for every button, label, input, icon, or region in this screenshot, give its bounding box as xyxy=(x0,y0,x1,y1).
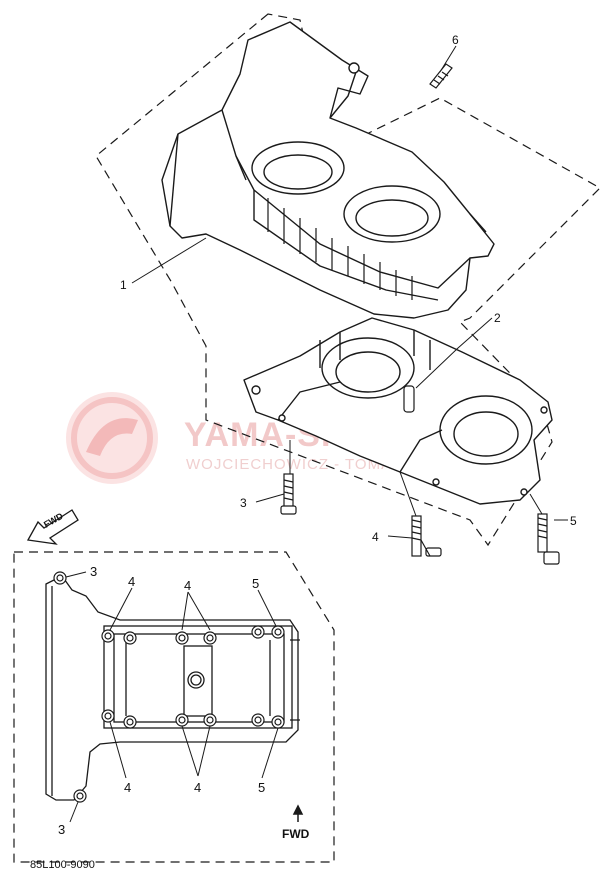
detail-leader-lines xyxy=(65,571,279,823)
detail-callout-left-bottom: 3 xyxy=(58,822,65,837)
callout-3: 3 xyxy=(240,496,247,510)
watermark-subtitle: WOJCIECHOWICZ - TOMAS xyxy=(186,456,403,473)
callout-5: 5 xyxy=(570,514,577,528)
detail-bolt-holes xyxy=(53,571,285,803)
detail-callout-bottom-a: 4 xyxy=(124,780,131,795)
fwd-detail-indicator: FWD xyxy=(282,804,310,841)
fwd-detail-label: FWD xyxy=(282,827,310,841)
callout-6: 6 xyxy=(452,33,459,47)
crankcase-lower xyxy=(243,317,553,505)
bolt-3 xyxy=(280,473,297,515)
stud-bolt xyxy=(429,63,453,89)
upper-case-boundary xyxy=(95,13,601,547)
detail-boundary xyxy=(13,551,335,863)
detail-callout-top-b: 4 xyxy=(184,578,191,593)
fwd-arrow: FWD xyxy=(26,509,79,545)
callout-4: 4 xyxy=(372,530,379,544)
bolt-5 xyxy=(537,513,560,565)
drawing-code: 85L100-9090 xyxy=(30,859,95,871)
detail-callout-left-top: 3 xyxy=(90,564,97,579)
leader-lines xyxy=(131,45,568,539)
watermark-logo xyxy=(66,392,158,484)
callout-2: 2 xyxy=(494,311,501,325)
dowel-pin xyxy=(403,385,415,413)
crankcase-upper xyxy=(161,21,495,319)
crankcase-bottom-view xyxy=(45,575,300,801)
detail-callout-bottom-b: 4 xyxy=(194,780,201,795)
bolt-4 xyxy=(411,515,442,557)
detail-callout-top-a: 4 xyxy=(128,574,135,589)
detail-callout-bottom-c: 5 xyxy=(258,780,265,795)
detail-callout-top-c: 5 xyxy=(252,576,259,591)
callout-1: 1 xyxy=(120,278,127,292)
